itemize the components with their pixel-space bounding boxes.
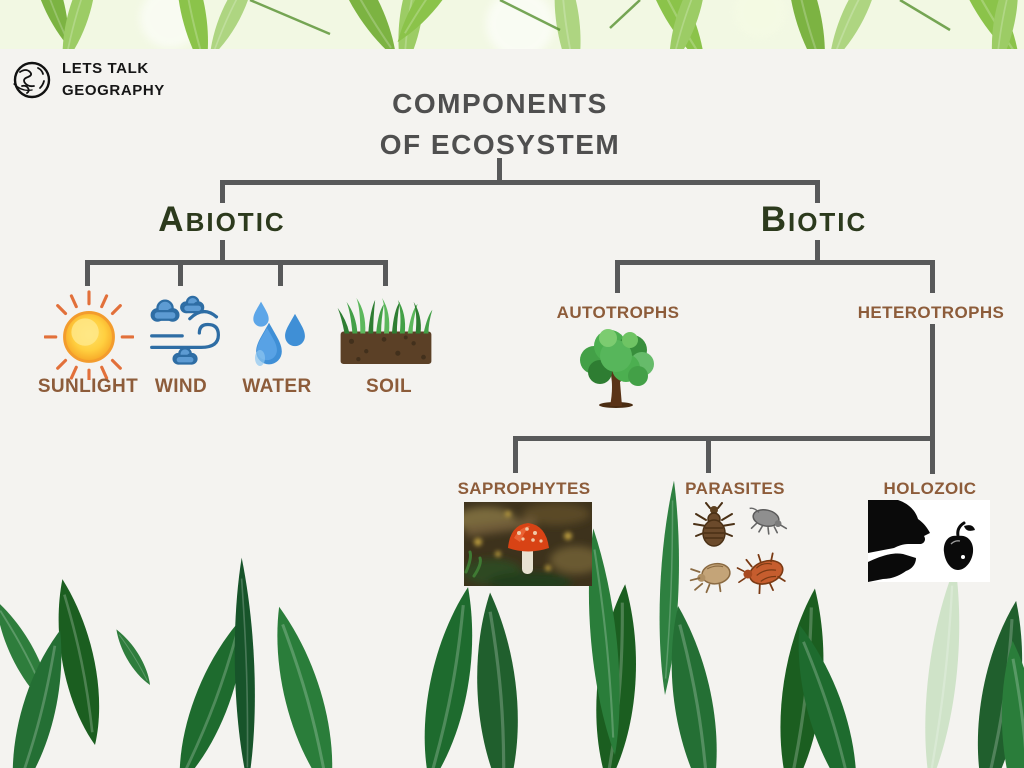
connector-line [278,260,283,286]
label-soil: SOIL [366,376,412,397]
label-holozoic: HOLOZOIC [883,479,977,498]
connector-line [513,436,933,441]
label-parasites: PARASITES [685,479,785,498]
top-leaves-banner [0,0,1024,49]
brand-logo: LETS TALK GEOGRAPHY [10,58,165,102]
connector-line [930,324,935,474]
connector-line [497,158,502,182]
brand-line1: LETS TALK [62,60,149,78]
page-title: COMPONENTS OF ECOSYSTEM [380,84,620,165]
connector-line [383,260,388,286]
connector-line [706,436,711,473]
parasites-bugs-icon [688,502,792,594]
connector-line [85,260,90,286]
sun-icon [44,290,134,380]
connector-line [220,180,820,185]
label-heterotrophs: HETEROTROPHS [857,303,1005,322]
person-eating-apple-silhouette [868,500,990,582]
label-water: WATER [242,376,312,397]
brand-name: LETS TALK GEOGRAPHY [62,58,165,102]
label-sunlight: SUNLIGHT [37,376,139,397]
connector-line [178,260,183,286]
connector-line [615,260,935,265]
label-wind: WIND [154,376,208,397]
brand-line2: GEOGRAPHY [62,82,165,99]
earth-globe-icon [10,58,54,102]
label-autotrophs: AUTOTROPHS [556,303,680,322]
connector-line [220,240,225,262]
label-saprophytes: SAPROPHYTES [457,479,591,498]
connector-line [815,180,820,203]
title-line1: COMPONENTS [392,88,608,119]
abiotic-branch-label: ABIOTIC [158,200,286,239]
connector-line [513,436,518,473]
soil-grass-icon [336,294,436,368]
connector-line [930,260,935,293]
connector-line [615,260,620,293]
tree-icon [570,324,662,408]
connector-line [85,260,388,265]
mushroom-photo [464,502,592,586]
title-line2: OF ECOSYSTEM [379,128,621,160]
wind-clouds-icon [146,294,226,374]
connector-line [220,180,225,203]
connector-line [815,240,820,262]
water-drops-icon [244,292,314,376]
biotic-branch-label: BIOTIC [760,200,868,239]
